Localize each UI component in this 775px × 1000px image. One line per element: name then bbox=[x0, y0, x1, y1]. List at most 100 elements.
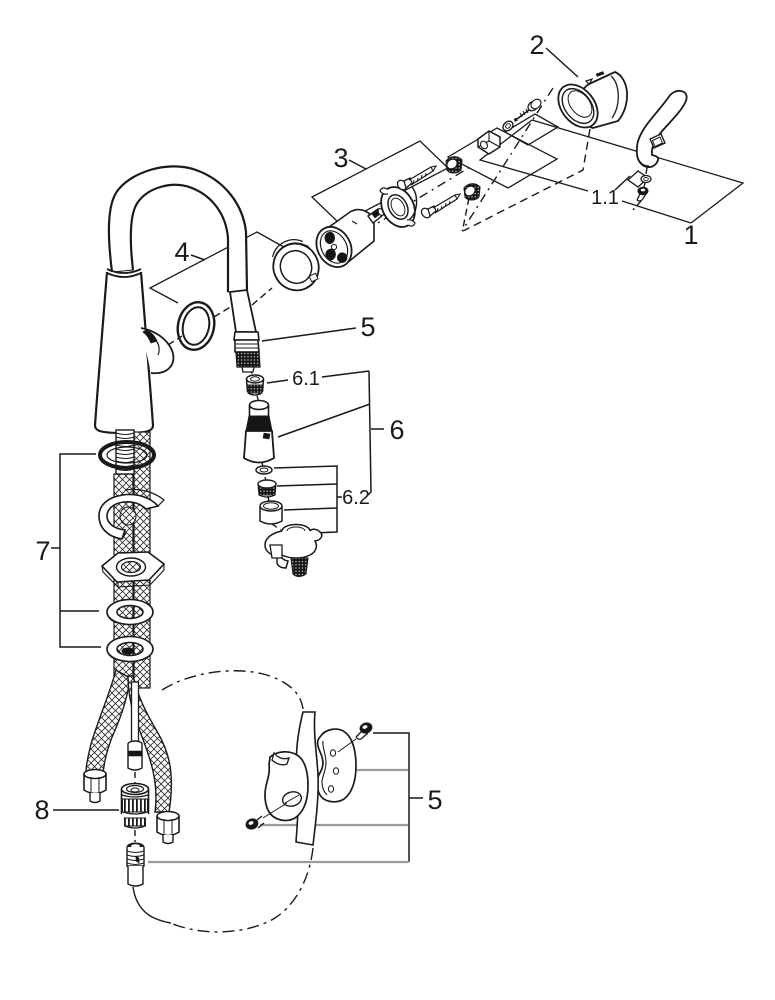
flat-washer bbox=[255, 465, 273, 475]
shank-o-ring bbox=[98, 440, 156, 470]
quick-coupling-8 bbox=[120, 782, 150, 829]
aerator-cup bbox=[259, 500, 283, 525]
chain-washer bbox=[502, 120, 514, 132]
clamp-notch bbox=[271, 751, 291, 766]
panel-ring-group bbox=[148, 231, 283, 304]
check-valve-knurl bbox=[246, 384, 264, 394]
weight-screw-lower bbox=[245, 802, 288, 830]
cartridge bbox=[315, 208, 385, 268]
sprayhose-connector-5 bbox=[233, 331, 261, 373]
leader-lines-gray bbox=[148, 768, 409, 864]
spout-inner bbox=[129, 183, 230, 292]
callout-6-2: 6.2 bbox=[342, 487, 370, 509]
callout-8: 8 bbox=[34, 795, 49, 825]
leader-lines bbox=[51, 47, 631, 862]
cap-dash-mark bbox=[595, 71, 605, 77]
hose-loop-dashed-top bbox=[161, 670, 304, 710]
hose-through-nut bbox=[120, 560, 142, 574]
fastener-axis-dashed bbox=[461, 87, 554, 232]
callout-1-1: 1.1 bbox=[591, 187, 619, 209]
bracket-6-2 bbox=[273, 465, 342, 534]
bracket-7 bbox=[51, 453, 101, 648]
check-valve-6-1 bbox=[245, 374, 265, 396]
filter-ring bbox=[257, 479, 277, 498]
chain-nut-lower bbox=[463, 183, 481, 201]
spray-head-slot bbox=[262, 432, 271, 440]
pulldown-hose-end bbox=[127, 681, 143, 771]
spout-ring-dashed bbox=[251, 287, 273, 306]
mounting-screw-a bbox=[396, 165, 438, 191]
horseshoe-spacer bbox=[98, 488, 165, 540]
lever-screw-dashed bbox=[630, 167, 648, 213]
bracket-6 bbox=[277, 370, 384, 496]
c-washer-upper bbox=[106, 598, 154, 626]
nut-position-dashed bbox=[462, 197, 470, 229]
set-screw-washer-1-1 bbox=[640, 174, 652, 184]
leader-4 bbox=[190, 254, 206, 261]
callout-7: 7 bbox=[35, 536, 50, 566]
mounting-screw-b bbox=[420, 193, 462, 219]
body-seam bbox=[106, 268, 142, 278]
leader-5-spout bbox=[261, 327, 357, 342]
leader-2 bbox=[545, 47, 579, 78]
callout-5-spout: 5 bbox=[360, 312, 375, 342]
spout-outer bbox=[107, 165, 249, 291]
panel-screw-washer bbox=[503, 113, 560, 146]
set-screw-1-1 bbox=[636, 186, 649, 202]
coupling-knurl bbox=[124, 817, 146, 827]
fastener-chain bbox=[445, 98, 542, 201]
supply-hose-left bbox=[85, 668, 131, 775]
callout-5-weight: 5 bbox=[427, 785, 442, 815]
callout-2: 2 bbox=[529, 30, 544, 60]
leader-6-1 bbox=[266, 370, 370, 384]
hose-guide bbox=[228, 289, 258, 333]
cap-triangle-mark bbox=[584, 77, 594, 86]
body-cone bbox=[93, 271, 155, 435]
seal-kit-6-2 bbox=[255, 465, 323, 578]
chain-nut-upper bbox=[445, 156, 463, 174]
leader-3 bbox=[348, 159, 367, 170]
supply-nut-left bbox=[83, 768, 107, 804]
mounting-kit-group-7 bbox=[98, 440, 166, 663]
hose-loop-dashed-bottom bbox=[170, 847, 314, 933]
hose-weight-group-5 bbox=[245, 711, 373, 846]
connector-knurl bbox=[235, 351, 261, 368]
coupling-ribs bbox=[122, 798, 148, 813]
cartridge-flange bbox=[379, 185, 418, 228]
callout-1: 1 bbox=[683, 220, 698, 250]
faucet-body bbox=[93, 165, 258, 435]
spray-head-collar bbox=[245, 415, 273, 432]
leader-1-1 bbox=[614, 175, 631, 191]
weight-clamp-outer bbox=[316, 728, 357, 803]
handle-cap-2 bbox=[557, 71, 628, 129]
supply-nut-right bbox=[156, 810, 180, 845]
screw-tip bbox=[513, 117, 518, 122]
spout-o-ring bbox=[176, 301, 216, 351]
hose-end-solid bbox=[132, 886, 172, 924]
callout-3: 3 bbox=[333, 143, 348, 173]
cap-position-dashed bbox=[462, 128, 591, 232]
callout-6: 6 bbox=[389, 415, 404, 445]
bracket-5-weight bbox=[373, 732, 423, 862]
callout-labels: 2 3 1.1 1 4 5 6.1 6 6.2 7 8 5 bbox=[34, 30, 698, 825]
spout-seal-group-4 bbox=[176, 239, 320, 351]
callout-4: 4 bbox=[174, 237, 189, 267]
cartridge-group-3 bbox=[315, 165, 462, 268]
mounting-nut bbox=[100, 551, 166, 588]
weight-screw-upper bbox=[337, 722, 373, 753]
handle-screw bbox=[513, 98, 542, 122]
hose-through-spacer bbox=[119, 506, 137, 526]
lever-slot bbox=[142, 329, 158, 344]
hose-adapter bbox=[126, 842, 145, 887]
diverter-stem-knurl bbox=[290, 557, 309, 578]
adapter-notch bbox=[135, 855, 140, 864]
callout-6-1: 6.1 bbox=[292, 368, 320, 390]
c-washer-lower bbox=[106, 635, 154, 663]
adapter-block bbox=[477, 130, 501, 155]
spray-head-6 bbox=[243, 399, 275, 464]
retaining-ring bbox=[271, 239, 320, 292]
panel-group-1 bbox=[478, 119, 745, 224]
lever-handle-1 bbox=[635, 89, 688, 202]
